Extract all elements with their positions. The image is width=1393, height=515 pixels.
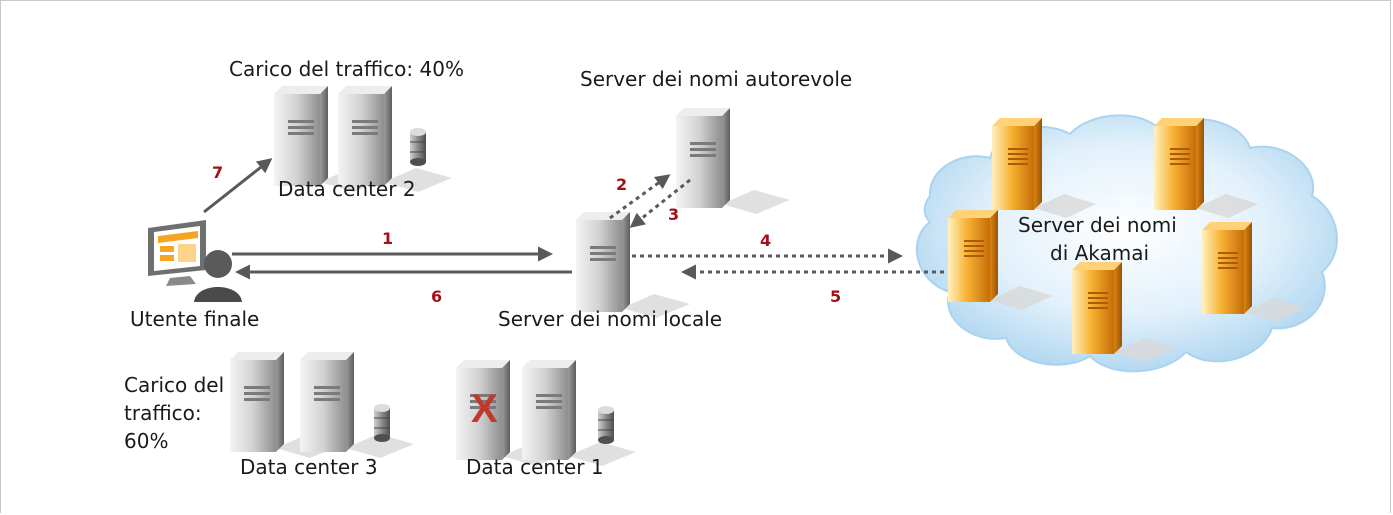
authoritative-name-server-label: Server dei nomi autorevole [580, 67, 852, 91]
step-number-3: 3 [668, 205, 679, 224]
server-icon [576, 212, 690, 318]
step-number-7: 7 [212, 163, 223, 182]
database-icon [409, 127, 427, 167]
database-icon [597, 405, 615, 445]
database-icon [373, 403, 391, 443]
failure-x-icon: X [471, 387, 498, 431]
akamai-name-servers-label-line2: di Akamai [1050, 241, 1149, 265]
end-user-label: Utente finale [130, 307, 259, 331]
data-center-3-load-line2: traffico: [124, 401, 202, 425]
local-name-server [576, 212, 690, 318]
data-center-3-load-line1: Carico del [124, 373, 224, 397]
step-number-1: 1 [382, 229, 393, 248]
step-number-6: 6 [431, 287, 442, 306]
screen-block [160, 246, 174, 252]
data-center-3 [230, 352, 414, 458]
server-icon [522, 360, 636, 466]
step-number-4: 4 [760, 231, 771, 250]
step-number-2: 2 [616, 175, 627, 194]
data-center-2-load-label: Carico del traffico: 40% [229, 57, 464, 81]
server-icon [300, 352, 414, 458]
end-user [148, 220, 242, 302]
data-center-3-label: Data center 3 [240, 455, 378, 479]
server-icon [676, 108, 790, 214]
akamai-name-servers-label-line1: Server dei nomi [1018, 213, 1177, 237]
authoritative-name-server [676, 108, 790, 214]
step-number-5: 5 [830, 287, 841, 306]
arrow-step-2 [609, 174, 671, 220]
data-center-2-label: Data center 2 [278, 177, 416, 201]
arrow-step-7 [203, 158, 273, 214]
data-center-1-label: Data center 1 [466, 455, 604, 479]
data-center-3-load-line3: 60% [124, 429, 168, 453]
local-name-server-label: Server dei nomi locale [498, 307, 722, 331]
